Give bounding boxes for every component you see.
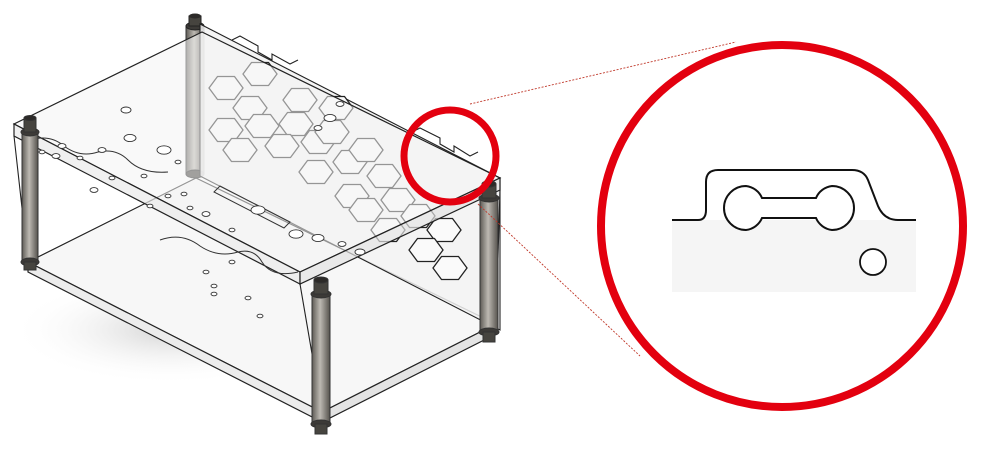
mounting-hole (311, 233, 325, 243)
mounting-hole (76, 155, 84, 161)
mounting-hole (174, 159, 182, 165)
mounting-hole (210, 291, 218, 297)
mounting-hole (323, 113, 337, 123)
honeycomb-cell (426, 217, 462, 243)
mounting-hole (250, 205, 266, 215)
leader-lines (469, 41, 737, 357)
mounting-hole (156, 145, 172, 155)
mounting-hole (202, 269, 210, 275)
mounting-hole (256, 313, 264, 319)
mounting-hole (354, 248, 366, 256)
mounting-hole (210, 283, 218, 289)
dogbone-slot (723, 184, 855, 232)
mounting-hole (97, 147, 107, 153)
mounting-hole (186, 205, 194, 211)
mounting-hole (337, 241, 347, 247)
standoff-spacers (20, 115, 500, 435)
mounting-hole (38, 149, 46, 155)
mounting-hole (120, 106, 132, 114)
mounting-hole (123, 133, 137, 143)
honeycomb-cell (432, 255, 468, 281)
tab-profile (672, 169, 916, 221)
mounting-hole (140, 173, 148, 179)
mounting-hole (228, 227, 236, 233)
mounting-hole (244, 295, 252, 301)
mounting-hole (89, 187, 99, 193)
mounting-hole (164, 193, 172, 199)
mounting-hole (335, 101, 345, 107)
acrylic-top-plate (12, 31, 502, 319)
mounting-hole (146, 203, 154, 209)
mounting-hole (51, 153, 61, 159)
small-highlight-circle (400, 106, 500, 206)
mounting-hole (57, 143, 67, 149)
mounting-hole (201, 211, 211, 217)
mounting-hole (288, 229, 304, 239)
acrylic-base-plate (26, 177, 498, 423)
mounting-hole (313, 125, 323, 131)
mounting-hole (228, 259, 236, 265)
mounting-hole (180, 191, 188, 197)
honeycomb-cell (408, 237, 444, 263)
alignment-hole (859, 248, 887, 276)
mounting-hole (108, 175, 116, 181)
zoom-detail-content (672, 169, 916, 292)
